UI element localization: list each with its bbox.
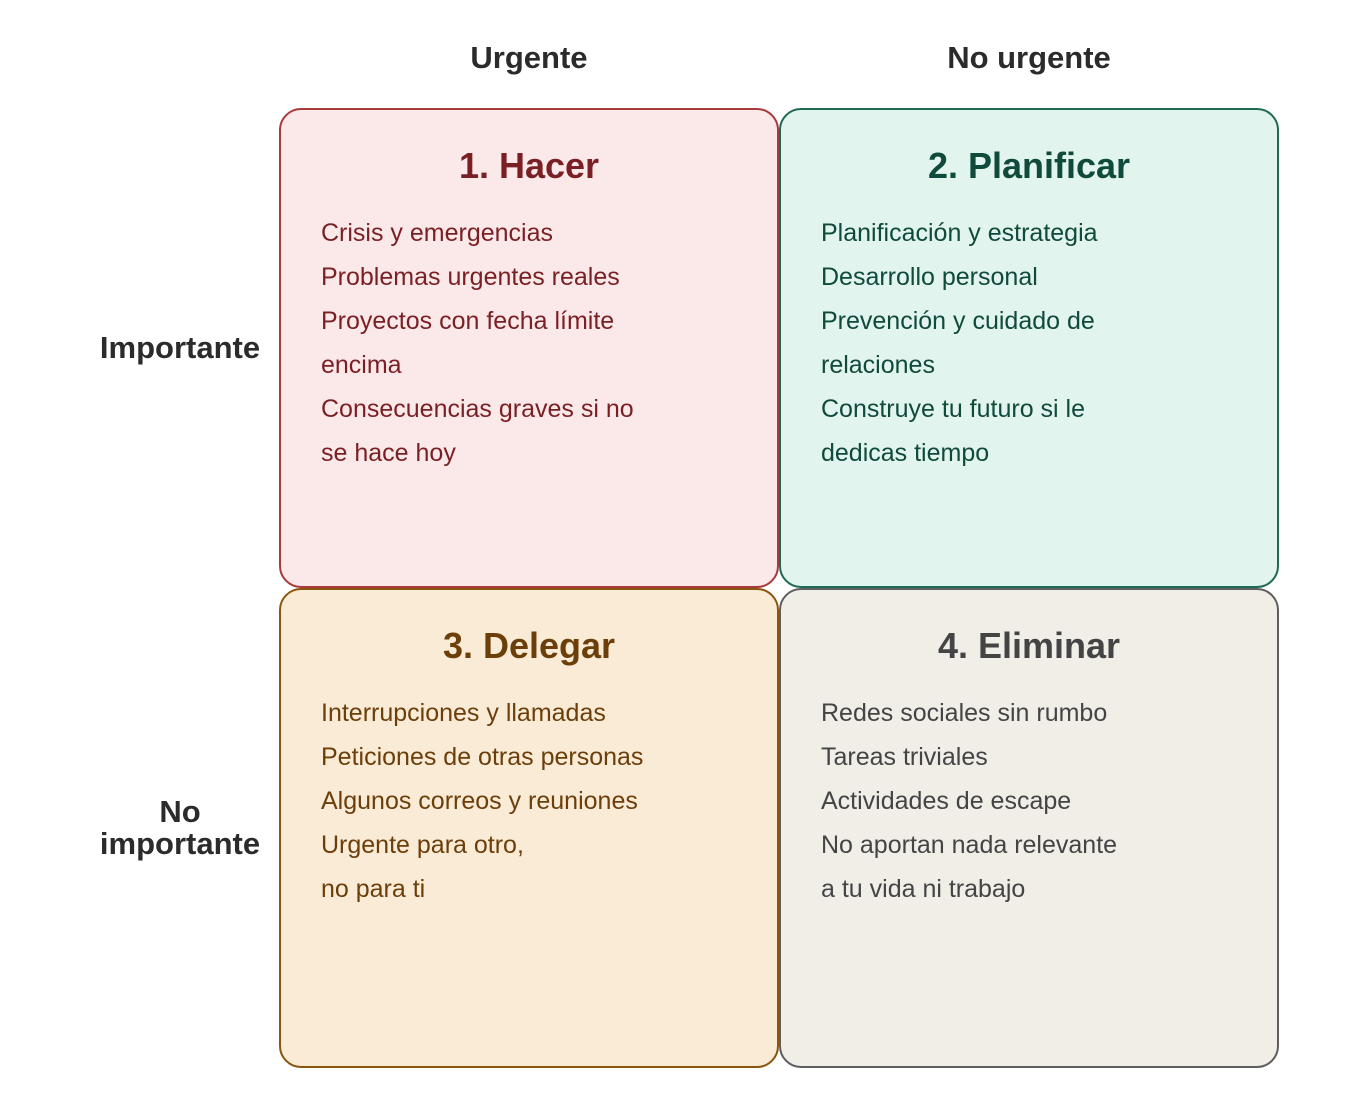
quadrant-list: Planificación y estrategia Desarrollo pe… [821, 211, 1241, 475]
column-header-urgent: Urgente [470, 40, 588, 75]
row-header-not-important-line-1: No [159, 794, 201, 829]
list-item: Prevención y cuidado de [821, 307, 1095, 335]
list-item: relaciones [821, 351, 935, 379]
list-item: Actividades de escape [821, 787, 1072, 815]
quadrant-eliminate: 4. Eliminar Redes sociales sin rumbo Tar… [779, 588, 1279, 1068]
quadrant-title: 1. Hacer [458, 145, 600, 186]
list-item: encima [321, 351, 402, 379]
list-item: Crisis y emergencias [321, 219, 554, 247]
row-header-not-important-line-2: importante [99, 826, 261, 861]
list-item: Proyectos con fecha límite [321, 307, 615, 335]
quadrant-title: 2. Planificar [927, 145, 1131, 186]
quadrant-do: 1. Hacer Crisis y emergencias Problemas … [279, 108, 779, 588]
list-item: a tu vida ni trabajo [821, 875, 1026, 903]
quadrant-list: Redes sociales sin rumbo Tareas triviale… [821, 691, 1241, 911]
list-item: Interrupciones y llamadas [321, 699, 606, 727]
list-item: Urgente para otro, [321, 831, 524, 859]
quadrant-delegate: 3. Delegar Interrupciones y llamadas Pet… [279, 588, 779, 1068]
list-item: Redes sociales sin rumbo [821, 699, 1108, 727]
quadrant-title: 3. Delegar [442, 625, 616, 666]
quadrant-list: Interrupciones y llamadas Peticiones de … [321, 691, 741, 911]
list-item: Planificación y estrategia [821, 219, 1098, 247]
list-item: Peticiones de otras personas [321, 743, 644, 771]
list-item: Algunos correos y reuniones [321, 787, 638, 815]
list-item: No aportan nada relevante [821, 831, 1118, 859]
list-item: se hace hoy [321, 439, 456, 467]
list-item: Tareas triviales [821, 743, 988, 771]
row-header-important-line: Importante [99, 330, 261, 365]
quadrant-title: 4. Eliminar [937, 625, 1121, 666]
list-item: Problemas urgentes reales [321, 263, 620, 291]
column-header-not-urgent: No urgente [947, 40, 1111, 75]
list-item: Construye tu futuro si le [821, 395, 1086, 423]
list-item: Consecuencias graves si no [321, 395, 634, 423]
quadrant-list: Crisis y emergencias Problemas urgentes … [321, 211, 741, 475]
list-item: dedicas tiempo [821, 439, 990, 467]
row-header-important: Importante [80, 108, 280, 588]
list-item: Desarrollo personal [821, 263, 1038, 291]
row-header-not-important: No importante [80, 588, 280, 1068]
quadrant-plan: 2. Planificar Planificación y estrategia… [779, 108, 1279, 588]
list-item: no para ti [321, 875, 426, 903]
